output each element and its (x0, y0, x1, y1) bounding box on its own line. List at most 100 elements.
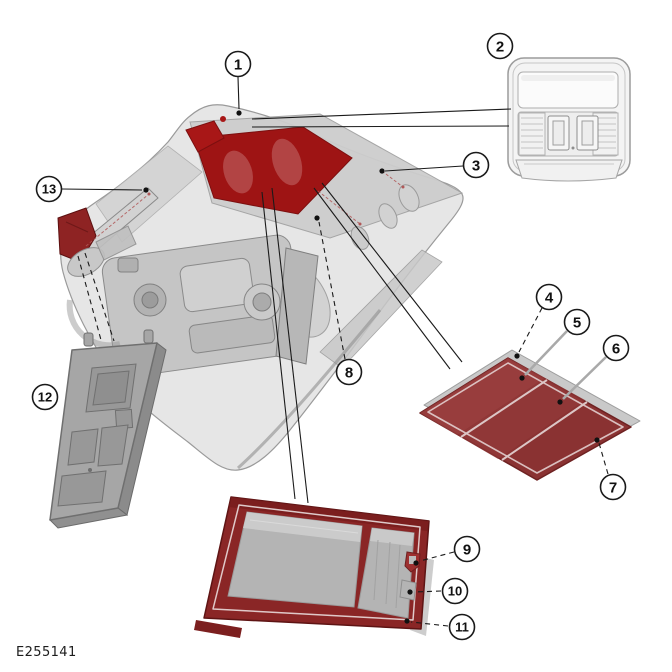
callout-number: 8 (345, 364, 353, 381)
callout-1: 1 (224, 50, 252, 116)
callout-circle (441, 577, 469, 605)
callout-number: 5 (573, 314, 581, 331)
seat-through-headliner (223, 150, 253, 194)
callout-circle (31, 383, 59, 411)
highlighted-header-trim (185, 120, 225, 153)
console-lamp-lens-left (518, 112, 546, 156)
callout-number: 7 (609, 479, 617, 496)
callout-circle (563, 308, 591, 336)
bracket-pin (83, 332, 94, 347)
callout-8: 8 (314, 215, 363, 386)
callout-leader (518, 307, 543, 353)
callout-leader (61, 188, 143, 191)
callout-circle (486, 32, 514, 60)
header-clip (220, 116, 226, 122)
vehicle-illustration (57, 104, 464, 471)
hidden-edge-hint (85, 193, 150, 247)
board-piping (212, 504, 421, 621)
callout-11: 11 (404, 613, 476, 641)
callout-circle (462, 151, 490, 179)
headliner-board-part (194, 496, 434, 638)
board-left-inset-band (243, 512, 362, 542)
callout-leader (524, 330, 568, 376)
lower-sill-edge (236, 309, 382, 470)
callout-dot (514, 353, 520, 359)
callout-dot (407, 589, 413, 595)
callout-circle (602, 334, 630, 362)
callout-leader (419, 551, 455, 562)
callout-9: 9 (413, 535, 481, 566)
callout-circle (224, 50, 252, 78)
board-right-inset-band (370, 528, 414, 546)
callout-circle (535, 283, 563, 311)
console-switch-left (547, 115, 570, 151)
engine-bay (101, 234, 319, 378)
connection-lines (77, 108, 512, 504)
callout-leader (562, 356, 607, 400)
rear-headrest (378, 203, 398, 229)
roof-trim-panel-part (419, 349, 641, 481)
callout-dot (143, 187, 149, 193)
callout-dot (236, 110, 242, 116)
connection-line (84, 252, 115, 342)
callout-circle (599, 473, 627, 501)
callout-number: 4 (545, 289, 554, 306)
hidden-edge-hints (85, 170, 405, 247)
callout-5: 5 (519, 308, 591, 381)
callout-number: 13 (42, 182, 56, 197)
callout-3: 3 (379, 151, 490, 179)
bracket-pockets (57, 363, 137, 507)
callout-number: 9 (463, 541, 471, 558)
connection-line (313, 187, 451, 370)
callout-leader (413, 590, 442, 593)
callout-10: 10 (407, 577, 469, 605)
callout-number: 3 (472, 157, 480, 174)
panel-front-band (420, 358, 545, 435)
connection-line (77, 255, 102, 341)
callout-number: 2 (496, 38, 504, 55)
board-clip (399, 579, 417, 601)
hidden-edge-dot (401, 185, 405, 189)
callout-number: 10 (448, 584, 462, 599)
connection-line (271, 187, 309, 504)
panel-mid-band (457, 378, 585, 459)
callout-leader (410, 621, 449, 627)
callout-dot (594, 437, 600, 443)
callout-dot (379, 168, 385, 174)
connection-line (251, 125, 510, 128)
callout-leader (598, 442, 609, 475)
callout-circle (35, 175, 63, 203)
callout-dot (404, 618, 410, 624)
pillar-part-detail (65, 221, 89, 233)
console-lower-tray (515, 159, 623, 182)
callout-7: 7 (594, 437, 627, 501)
figure-code: E255141 (16, 645, 77, 660)
callout-leader (384, 165, 464, 172)
board-bottom-sliver (194, 620, 242, 638)
bracket-panel-part (48, 329, 167, 529)
callout-4: 4 (514, 283, 563, 359)
callout-12: 12 (31, 383, 59, 411)
fender-edge (95, 225, 137, 261)
wheel-arch-front (66, 299, 121, 349)
bracket-pin (143, 329, 154, 344)
callout-number: 6 (612, 340, 620, 357)
hidden-edge-dot (358, 222, 362, 226)
seat-through-headliner (271, 138, 303, 186)
console-switch-right (576, 115, 599, 151)
callout-dot (413, 560, 419, 566)
rear-headrest (398, 184, 420, 212)
connection-line (251, 108, 512, 120)
panel-piping (427, 362, 624, 474)
callout-number: 11 (455, 620, 469, 635)
callout-2: 2 (486, 32, 514, 60)
overhead-console-part (507, 57, 631, 182)
hidden-edge-hint (317, 190, 361, 225)
connection-line (321, 182, 463, 363)
callout-circle (448, 613, 476, 641)
callout-leader (237, 76, 240, 110)
connection-line (261, 191, 296, 500)
